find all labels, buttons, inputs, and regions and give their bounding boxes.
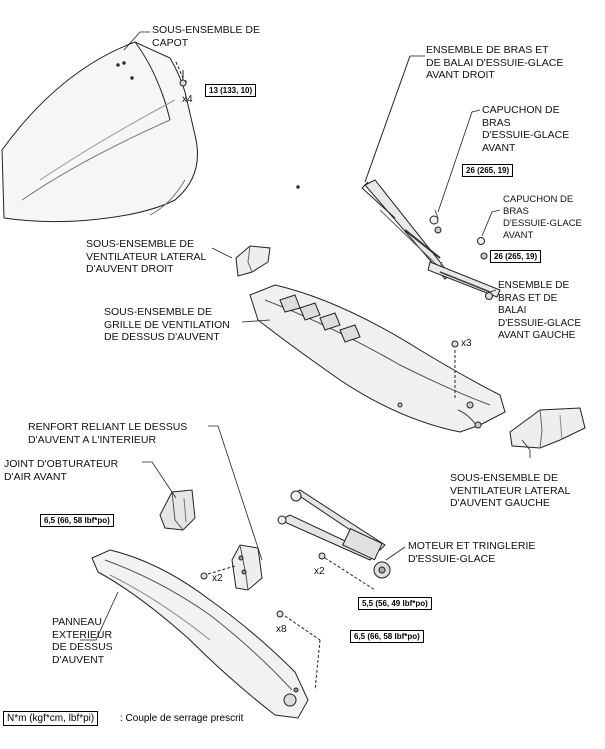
right-wiper-arm-part bbox=[361, 55, 451, 280]
hood-torque-spec: 13 (133, 10) bbox=[205, 84, 257, 97]
motor-bolt-qty: x2 bbox=[314, 566, 325, 577]
front-seal-part bbox=[159, 489, 196, 531]
front-arm-cap-label-1: CAPUCHON DE BRAS D'ESSUIE-GLACE AVANT bbox=[482, 104, 570, 154]
wiper-motor-part bbox=[277, 489, 391, 591]
torque-unit-legend: N*m (kgf*cm, lbf*pi) bbox=[3, 711, 99, 726]
brace-torque-spec: 6,5 (66, 58 lbf*po) bbox=[40, 514, 114, 527]
cowl-grille-part bbox=[249, 284, 506, 433]
outer-panel-label: PANNEAU EXTERIEUR DE DESSUS D'AUVENT bbox=[52, 616, 113, 666]
motor-link-label: MOTEUR ET TRINGLERIE D'ESSUIE-GLACE bbox=[408, 540, 536, 565]
cowl-brace-label: RENFORT RELIANT LE DESSUS D'AUVENT A L'I… bbox=[28, 421, 188, 446]
hood-label: SOUS-ENSEMBLE DE CAPOT bbox=[152, 24, 260, 49]
hood-bolt-qty: x4 bbox=[182, 94, 193, 105]
outer-panel-part bbox=[91, 549, 321, 719]
left-louver-part bbox=[509, 407, 586, 449]
left-louver-label: SOUS-ENSEMBLE DE VENTILATEUR LATERAL D'A… bbox=[450, 472, 571, 509]
panel-bolt-qty: x8 bbox=[276, 624, 287, 635]
hood-part bbox=[1, 41, 300, 223]
leader-lines bbox=[80, 31, 531, 641]
motor-torque-spec: 5,5 (56, 49 lbf*po) bbox=[358, 597, 432, 610]
left-wiper-label: ENSEMBLE DE BRAS ET DE BALAI D'ESSUIE-GL… bbox=[498, 280, 582, 341]
brace-bolt-qty: x2 bbox=[212, 573, 223, 584]
left-wiper-arm-part bbox=[427, 237, 501, 300]
right-wiper-label: ENSEMBLE DE BRAS ET DE BALAI D'ESSUIE-GL… bbox=[426, 44, 564, 81]
torque-legend-text: : Couple de serrage prescrit bbox=[120, 713, 244, 724]
panel-torque-spec: 6,5 (66, 58 lbf*po) bbox=[350, 630, 424, 643]
cowl-brace-part bbox=[200, 544, 263, 591]
left-wiper-torque-spec: 26 (265, 19) bbox=[490, 250, 542, 263]
right-louver-label: SOUS-ENSEMBLE DE VENTILATEUR LATERAL D'A… bbox=[86, 238, 207, 275]
right-wiper-torque-spec: 26 (265, 19) bbox=[462, 164, 514, 177]
grille-clip-qty: x3 bbox=[461, 338, 472, 349]
front-arm-cap-label-2: CAPUCHON DE BRAS D'ESSUIE-GLACE AVANT bbox=[503, 194, 582, 241]
cowl-grille-label: SOUS-ENSEMBLE DE GRILLE DE VENTILATION D… bbox=[104, 306, 230, 343]
right-louver-part bbox=[235, 245, 271, 277]
seal-label: JOINT D'OBTURATEUR D'AIR AVANT bbox=[4, 458, 119, 483]
